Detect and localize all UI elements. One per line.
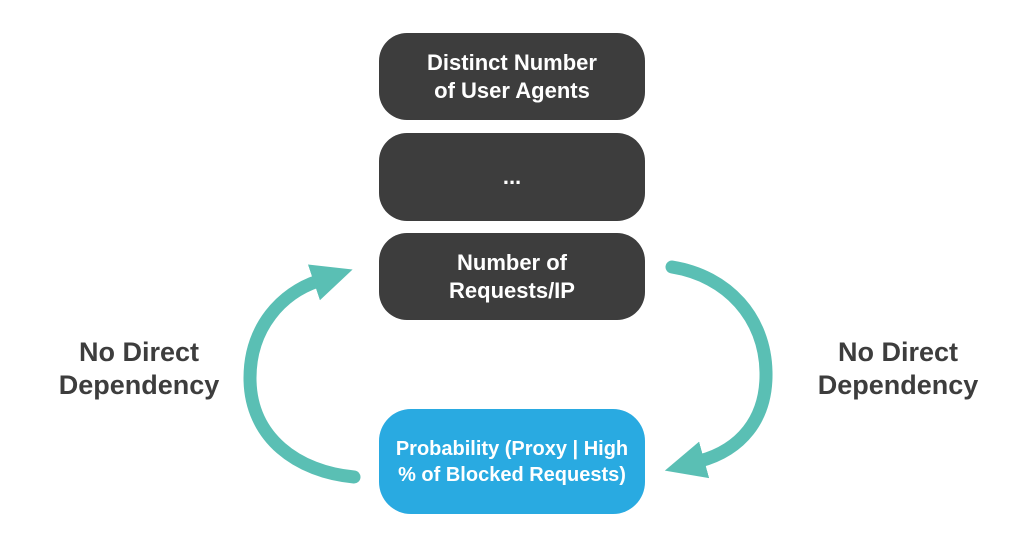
label-no-direct-dependency-right: No Direct Dependency xyxy=(793,336,1003,402)
label-no-direct-dependency-left: No Direct Dependency xyxy=(34,336,244,402)
label-text-line: No Direct xyxy=(837,337,959,367)
box-number-requests-ip: Number of Requests/IP xyxy=(379,233,645,320)
box-text-line: Probability (Proxy | High xyxy=(395,437,629,460)
box-text-line: ... xyxy=(502,164,522,189)
box-ellipsis: ... xyxy=(379,133,645,221)
box-text-line: of User Agents xyxy=(434,77,590,103)
box-probability-proxy: Probability (Proxy | High % of Blocked R… xyxy=(379,409,645,514)
right-curved-arrow xyxy=(664,260,773,479)
label-text-line: No Direct xyxy=(78,337,200,367)
box-distinct-user-agents: Distinct Number of User Agents xyxy=(379,33,645,120)
label-text-line: Dependency xyxy=(58,370,220,400)
box-text-line: Distinct Number xyxy=(427,49,597,75)
box-text-line: % of Blocked Requests) xyxy=(398,463,626,486)
box-text-line: Requests/IP xyxy=(449,277,575,303)
left-curved-arrow xyxy=(243,264,361,484)
label-text-line: Dependency xyxy=(817,370,979,400)
box-text-line: Number of xyxy=(457,249,567,275)
